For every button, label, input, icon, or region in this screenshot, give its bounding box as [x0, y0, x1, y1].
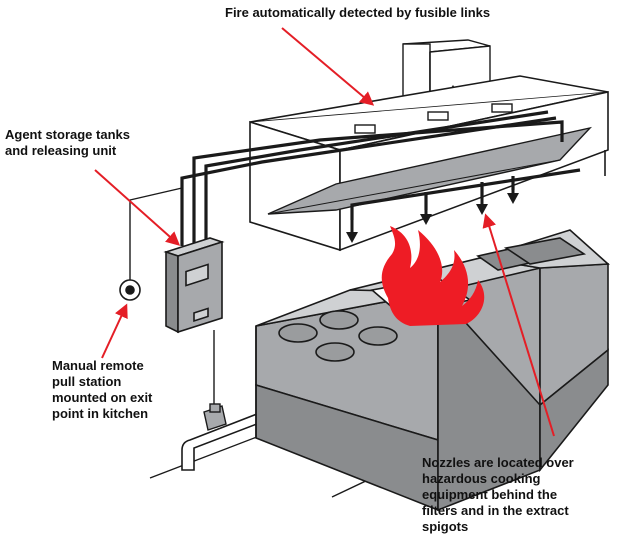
nozzle-arrows: [346, 190, 519, 243]
agent-piping: [180, 110, 581, 246]
control-panel-icon: [163, 237, 225, 334]
nozzles-callout-arrow: [482, 213, 555, 437]
gas-supply-pipe: [181, 410, 263, 471]
pull-station-callout-arrow: [101, 303, 128, 359]
fusible-links: [354, 103, 513, 134]
callout-arrows: [94, 27, 555, 437]
gas-valve-icon: [203, 403, 227, 431]
fire-flame-icon: [381, 226, 485, 326]
agent-storage-label: Agent storage tanks and releasing unit: [5, 127, 130, 158]
grease-filters: [267, 126, 593, 215]
nozzles-label: Nozzles are located over hazardous cooki…: [422, 455, 574, 534]
burners: [278, 310, 398, 362]
pull-station-icon: [119, 279, 141, 301]
detection-label: Fire automatically detected by fusible l…: [225, 5, 491, 20]
pull-station-label: Manual remote pull station mounted on ex…: [52, 358, 153, 421]
detection-callout-arrow: [281, 27, 375, 106]
agent-storage-callout-arrow: [94, 169, 181, 246]
